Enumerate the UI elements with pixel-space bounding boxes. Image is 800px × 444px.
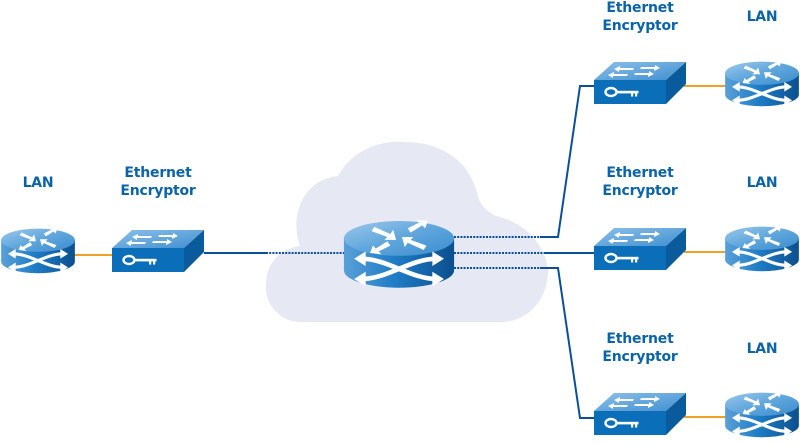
encryptor-label-line1: Ethernet	[606, 165, 674, 181]
ethernet-encryptor-right-2	[592, 226, 688, 272]
encryptor-label-line1: Ethernet	[606, 0, 674, 16]
lan-label-right-3: LAN	[746, 341, 778, 357]
wan-link-right-3-solid	[540, 267, 596, 419]
lan-router-right-3	[723, 390, 800, 439]
lan-label-left: LAN	[22, 175, 54, 191]
encryptor-label-line1: Ethernet	[606, 331, 674, 347]
wan-link-right-1-solid	[540, 85, 596, 238]
ethernet-encryptor-right-1	[592, 60, 688, 106]
encryptor-label-line2: Encryptor	[602, 18, 678, 34]
lan-router-right-1	[723, 59, 800, 108]
router-icon	[344, 220, 454, 288]
router-icon	[0, 226, 77, 275]
encryptor-label-right-1: Ethernet Encryptor	[590, 0, 690, 35]
router-icon	[723, 390, 800, 439]
links	[72, 85, 726, 419]
ethernet-encryptor-left	[110, 228, 206, 274]
encryptor-label-line2: Encryptor	[120, 183, 196, 199]
encryptor-switch-key-icon	[110, 228, 206, 274]
encryptor-label-line1: Ethernet	[124, 165, 192, 181]
encryptor-label-line2: Encryptor	[602, 349, 678, 365]
lan-label-right-1: LAN	[746, 9, 778, 25]
encryptor-label-line2: Encryptor	[602, 183, 678, 199]
lan-router-left	[0, 226, 77, 275]
encryptor-switch-key-icon	[592, 226, 688, 272]
router-icon	[723, 59, 800, 108]
ethernet-encryptor-right-3	[592, 391, 688, 437]
encryptor-label-left: Ethernet Encryptor	[108, 164, 208, 200]
core-router	[344, 220, 454, 288]
lan-label-right-2: LAN	[746, 175, 778, 191]
encryptor-label-right-2: Ethernet Encryptor	[590, 164, 690, 200]
encryptor-switch-key-icon	[592, 391, 688, 437]
lan-router-right-2	[723, 224, 800, 273]
encryptor-switch-key-icon	[592, 60, 688, 106]
encryptor-label-right-3: Ethernet Encryptor	[590, 330, 690, 366]
router-icon	[723, 224, 800, 273]
